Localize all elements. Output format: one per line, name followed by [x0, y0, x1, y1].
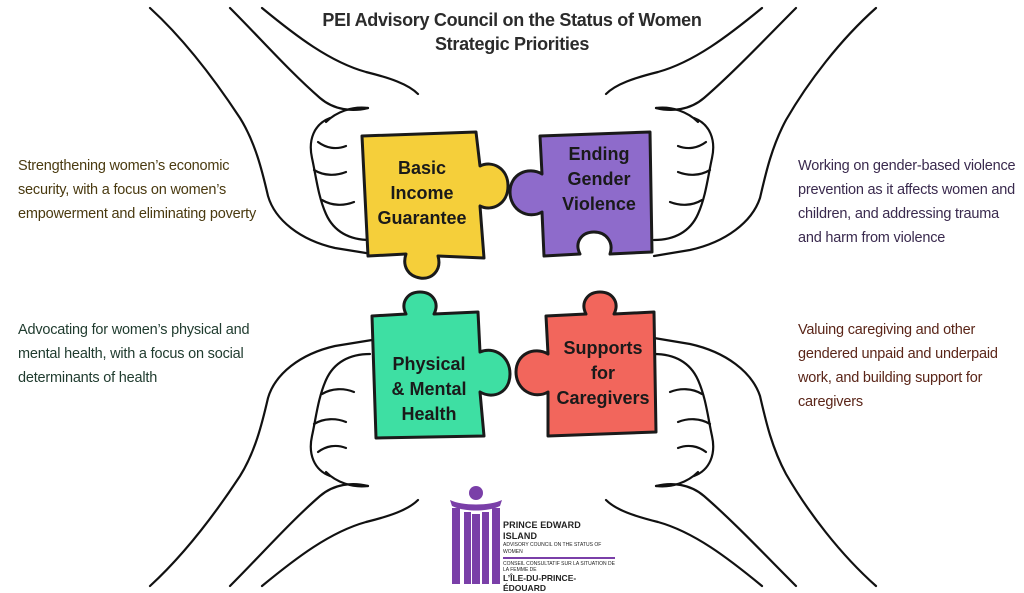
- title-line-2: Strategic Priorities: [434, 34, 590, 54]
- label-supports-caregivers: Supports for Caregivers: [548, 336, 658, 411]
- logo-line-4: L’ÎLE-DU-PRINCE-ÉDOUARD: [503, 573, 577, 593]
- title-line-1: PEI Advisory Council on the Status of Wo…: [322, 10, 702, 30]
- puzzle-piece-yellow: [360, 130, 510, 280]
- logo-line-3: CONSEIL CONSULTATIF SUR LA SITUATION DE …: [503, 561, 615, 573]
- label-line: Ending: [568, 144, 630, 164]
- puzzle-piece-green: [370, 290, 512, 440]
- label-line: Supports: [563, 338, 643, 358]
- label-line: Income: [390, 183, 454, 203]
- label-line: Health: [401, 404, 457, 424]
- hand-top-right: [604, 6, 878, 258]
- puzzle-piece-red: [514, 290, 658, 438]
- council-logo-mark: [450, 486, 502, 584]
- description-ending-gender-violence: Working on gender-based violence prevent…: [798, 158, 1016, 246]
- label-physical-mental-health: Physical & Mental Health: [376, 352, 482, 427]
- label-line: Guarantee: [377, 208, 467, 228]
- label-line: for: [591, 363, 615, 383]
- logo-line-2: ADVISORY COUNCIL ON THE STATUS OF WOMEN: [503, 542, 602, 555]
- page-title: PEI Advisory Council on the Status of Wo…: [262, 8, 762, 56]
- description-physical-mental-health: Advocating for women’s physical and ment…: [18, 322, 250, 386]
- label-ending-gender-violence: Ending Gender Violence: [546, 142, 652, 217]
- hand-top-left: [148, 6, 420, 256]
- label-basic-income: Basic Income Guarantee: [370, 156, 474, 231]
- description-basic-income: Strengthening women’s economic security,…: [18, 158, 257, 222]
- hand-bottom-right: [604, 336, 878, 588]
- description-supports-caregivers: Valuing caregiving and other gendered un…: [798, 322, 998, 410]
- label-line: Basic: [397, 158, 447, 178]
- label-line: Violence: [562, 194, 636, 214]
- label-line: & Mental: [391, 379, 467, 399]
- hand-bottom-left: [148, 338, 420, 588]
- logo-line-1: PRINCE EDWARD ISLAND: [503, 520, 581, 541]
- label-line: Gender: [567, 169, 631, 189]
- label-line: Physical: [392, 354, 466, 374]
- puzzle-piece-purple: [508, 130, 654, 258]
- council-logo-text: PRINCE EDWARD ISLAND ADVISORY COUNCIL ON…: [503, 520, 615, 593]
- logo-rule: [503, 557, 615, 559]
- label-line: Caregivers: [556, 388, 650, 408]
